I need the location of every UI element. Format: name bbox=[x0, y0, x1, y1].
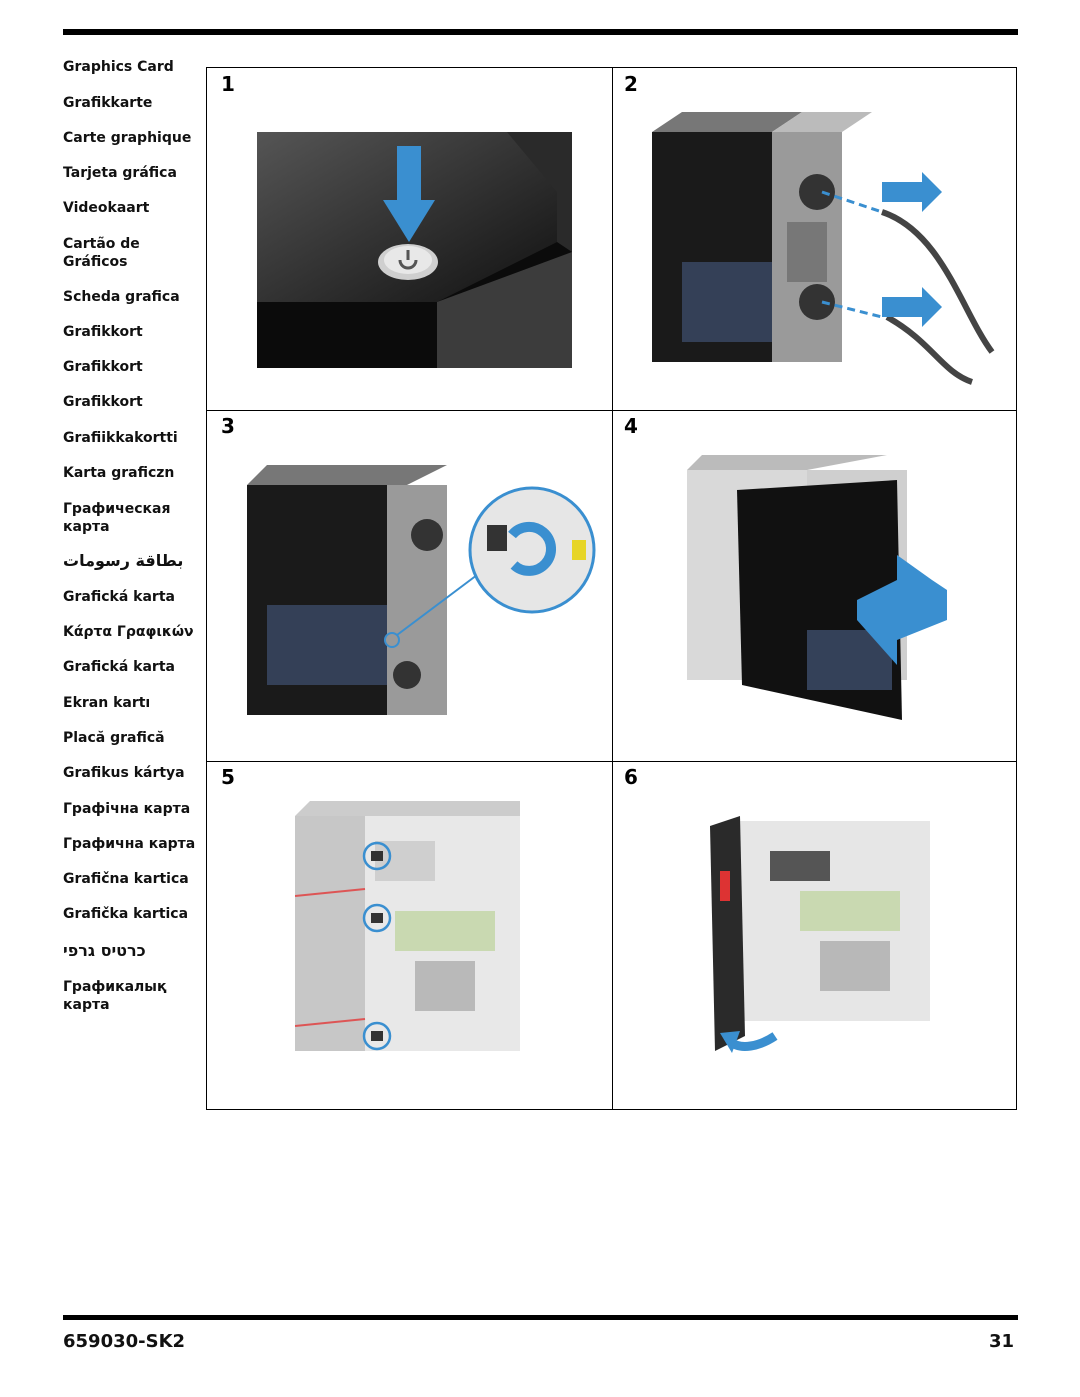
lang-label-norwegian: Grafikkort bbox=[63, 394, 143, 410]
bottom-rule bbox=[63, 1315, 1018, 1320]
grid-divider-vertical bbox=[612, 68, 613, 1109]
step-1-panel: 1 bbox=[207, 68, 612, 410]
step-6-panel: 6 bbox=[612, 761, 1017, 1110]
lang-label-bulgarian: Графична карта bbox=[63, 836, 196, 852]
step-number: 4 bbox=[624, 414, 638, 438]
lang-label-danish: Grafikkort bbox=[63, 359, 143, 375]
lang-label-hebrew: כרטיס גרפי bbox=[63, 941, 146, 960]
remove-side-panel-illustration bbox=[687, 455, 947, 720]
disconnect-cables-illustration bbox=[652, 112, 995, 385]
front-bezel-tabs-illustration bbox=[295, 801, 520, 1051]
lang-label-spanish: Tarjeta gráfica bbox=[63, 165, 177, 181]
lang-label-dutch: Videokaart bbox=[63, 200, 150, 216]
lang-label-russian: Графическая карта bbox=[63, 501, 171, 535]
lang-label-ukrainian: Графічна карта bbox=[63, 801, 191, 817]
grid-divider-row2 bbox=[207, 761, 1016, 762]
lang-label-croatian: Grafička kartica bbox=[63, 906, 189, 922]
power-button-illustration bbox=[257, 132, 572, 368]
lang-label-english: Graphics Card bbox=[63, 59, 174, 75]
step-5-panel: 5 bbox=[207, 761, 612, 1110]
lang-label-greek: Κάρτα Γραφικών bbox=[63, 624, 194, 640]
lang-label-romanian: Placă grafică bbox=[63, 730, 165, 746]
lang-label-czech: Grafická karta bbox=[63, 589, 175, 605]
grid-divider-row1 bbox=[207, 410, 1016, 411]
step-2-panel: 2 bbox=[612, 68, 1017, 410]
document-code: 659030-SK2 bbox=[63, 1331, 186, 1352]
steps-grid: 1 2 bbox=[206, 67, 1017, 1110]
step-number: 2 bbox=[624, 72, 638, 96]
lang-label-arabic: بطاقة رسومات bbox=[63, 551, 184, 570]
lang-label-german: Grafikkarte bbox=[63, 95, 153, 111]
remove-front-bezel-illustration bbox=[710, 816, 930, 1053]
top-rule bbox=[63, 29, 1018, 35]
lang-label-italian: Scheda grafica bbox=[63, 289, 180, 305]
step-3-panel: 3 bbox=[207, 410, 612, 761]
lang-label-slovenian: Grafična kartica bbox=[63, 871, 189, 887]
lang-label-swedish: Grafikkort bbox=[63, 324, 143, 340]
step-4-panel: 4 bbox=[612, 410, 1017, 761]
lang-label-slovak: Grafická karta bbox=[63, 659, 175, 675]
lang-label-finnish: Grafiikkakortti bbox=[63, 430, 178, 446]
lang-label-polish: Karta graficzn bbox=[63, 465, 175, 481]
step-number: 6 bbox=[624, 765, 638, 789]
step-number: 1 bbox=[221, 72, 235, 96]
thumbscrew-illustration bbox=[247, 465, 596, 715]
lang-label-portuguese: Cartão de Gráficos bbox=[63, 236, 140, 270]
lang-label-turkish: Ekran kartı bbox=[63, 695, 151, 711]
page-number: 31 bbox=[988, 1331, 1014, 1352]
step-number: 5 bbox=[221, 765, 235, 789]
lang-label-hungarian: Grafikus kártya bbox=[63, 765, 185, 781]
lang-label-kazakh: Графикалық карта bbox=[63, 979, 167, 1013]
lang-label-french: Carte graphique bbox=[63, 130, 192, 146]
step-number: 3 bbox=[221, 414, 235, 438]
